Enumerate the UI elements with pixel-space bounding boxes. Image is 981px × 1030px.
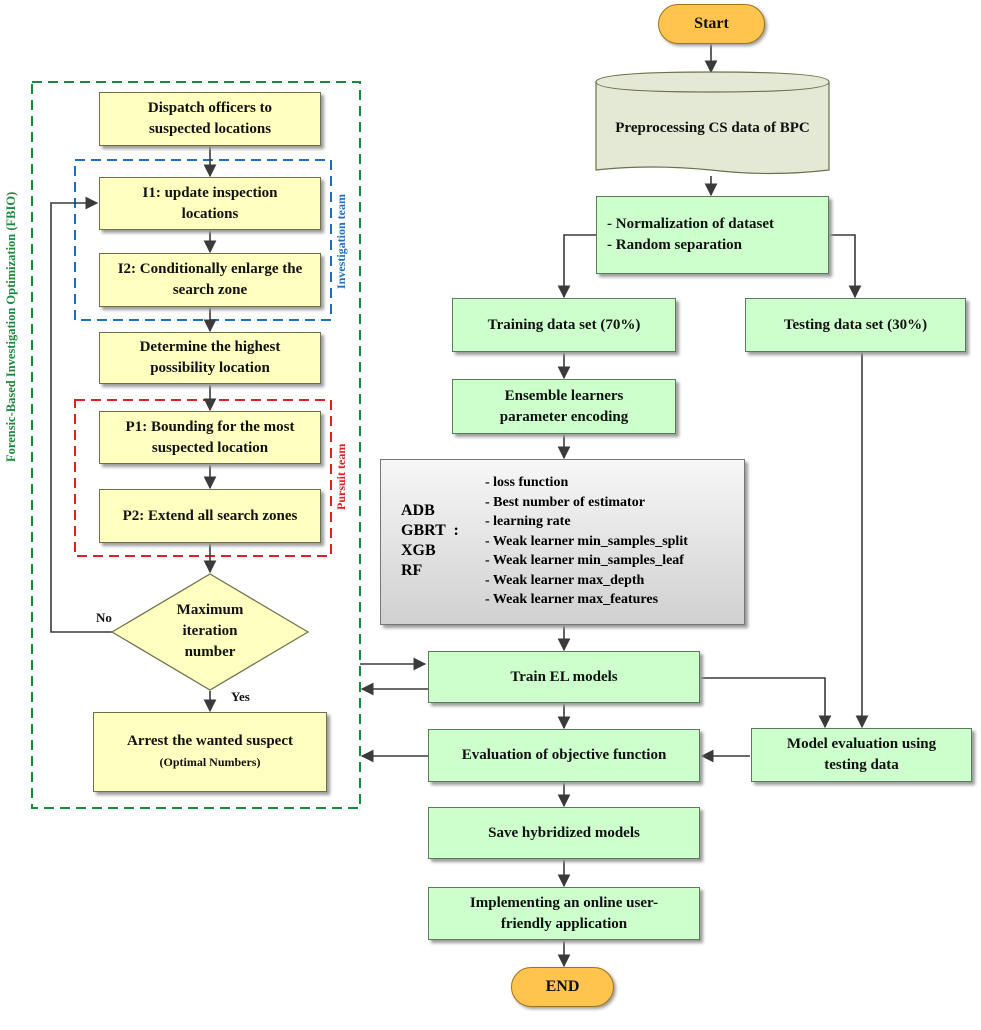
- pursuit-team-label: Pursuit team: [334, 443, 348, 510]
- fbio-frame: [31, 81, 361, 809]
- investigation-team-frame: [74, 159, 332, 321]
- training-set-box: Training data set (70%): [452, 298, 676, 352]
- investigation-team-label: Investigation team: [334, 194, 348, 289]
- parameter-list: - loss function - Best number of estimat…: [485, 473, 688, 610]
- pursuit-team-frame: [74, 399, 332, 557]
- no-label: No: [96, 610, 112, 625]
- testing-set-box: Testing data set (30%): [745, 298, 966, 352]
- end-terminal: END: [511, 967, 614, 1007]
- arrow-normalize-testing: [829, 234, 862, 299]
- decision-diamond: [110, 573, 310, 691]
- preprocess-text: Preprocessing CS data of BPC: [615, 119, 810, 136]
- param-item: - Weak learner max_features: [485, 592, 659, 607]
- p2-extend-box: P2: Extend all search zones: [99, 489, 321, 543]
- yes-label: Yes: [231, 689, 250, 704]
- train-el-models-box: Train EL models: [428, 651, 700, 703]
- normalization-box: - Normalization of dataset- Random separ…: [596, 196, 829, 274]
- fbio-frame-label: Forensic-Based Investigation Optimizatio…: [4, 191, 18, 462]
- param-item: - Weak learner min_samples_leaf: [485, 553, 684, 568]
- arrow-normalize-training: [557, 234, 596, 299]
- param-item: - Best number of estimator: [485, 494, 645, 510]
- arrest-suspect-box: Arrest the wanted suspect(Optimal Number…: [93, 712, 327, 792]
- param-item: - loss function: [485, 475, 569, 490]
- arrow-no-loop: [50, 196, 112, 633]
- save-models-box: Save hybridized models: [428, 807, 700, 859]
- param-item: - Weak learner max_depth: [485, 572, 645, 588]
- implement-app-box: Implementing an online user-friendly app…: [428, 887, 700, 940]
- parameters-box: [380, 459, 745, 625]
- param-item: - Weak learner min_samples_split: [485, 533, 688, 549]
- start-terminal: Start: [658, 4, 765, 44]
- objective-function-box: Evaluation of objective function: [428, 729, 700, 782]
- model-list: ADB GBRT : XGB RF: [401, 502, 459, 579]
- arrow-train-modeleval: [700, 677, 832, 729]
- param-item: - learning rate: [485, 514, 571, 529]
